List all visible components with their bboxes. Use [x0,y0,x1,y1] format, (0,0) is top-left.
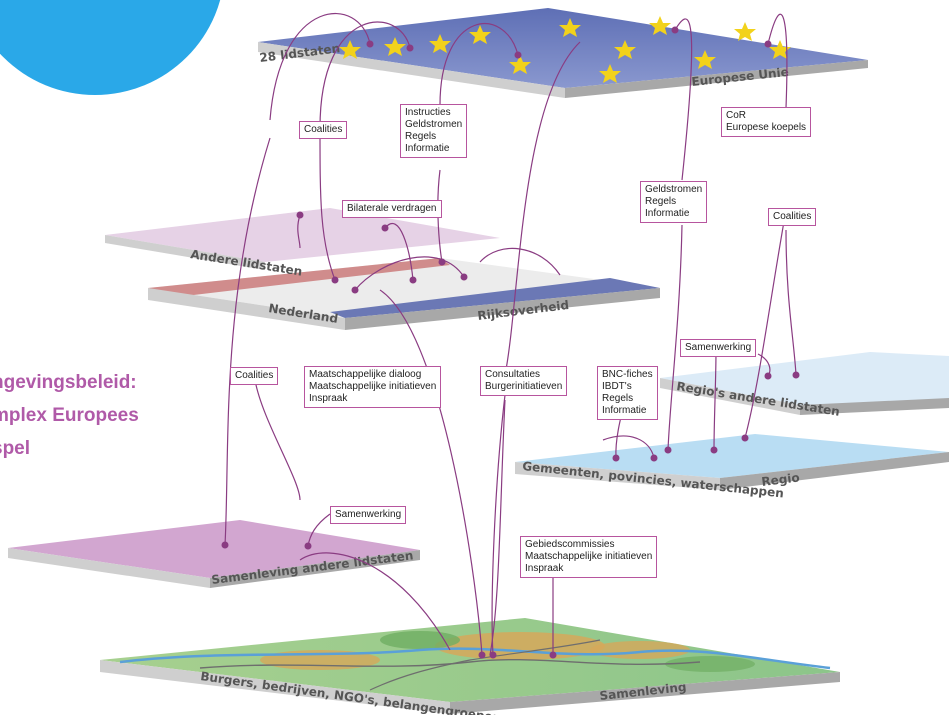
box-samenwerking-regio: Samenwerking [680,339,757,357]
decor-circle [0,0,221,95]
box-gebiedscommissies: Gebiedscommissies Maatschappelijke initi… [520,536,658,578]
label-regio: Regio [761,470,801,489]
box-coalities-top: Coalities [299,121,348,139]
box-bnc-fiches: BNC-fiches IBDT's Regels Informatie [597,366,658,420]
box-bilaterale-verdragen: Bilaterale verdragen [342,200,442,218]
plane-eu [258,8,868,98]
plane-nederland [148,258,660,330]
box-cor: CoR Europese koepels [721,107,812,137]
eu-stars [339,16,791,83]
box-samenwerking-samenleving: Samenwerking [330,506,407,524]
box-coalities-right: Coalities [768,208,817,226]
box-geldstromen: Geldstromen Regels Informatie [640,181,708,223]
plane-andere-lidstaten [105,208,500,270]
heading-line-2: mplex Europees [0,405,139,426]
box-maatschappelijke-dialoog: Maatschappelijke dialoog Maatschappelijk… [304,366,442,408]
box-coalities-left: Coalities [230,367,279,385]
box-instructies: Instructies Geldstromen Regels Informati… [400,104,468,158]
plane-samenleving-map [100,618,840,714]
heading-line-1: ngevingsbeleid: [0,372,137,393]
connections [224,12,797,656]
connection-dots [221,26,800,659]
plane-samenleving-andere [8,520,420,588]
map-detail [119,631,831,691]
plane-regios-andere [660,352,949,415]
plane-gemeenten [515,434,949,490]
box-consultaties: Consultaties Burgerinitiatieven [480,366,568,396]
